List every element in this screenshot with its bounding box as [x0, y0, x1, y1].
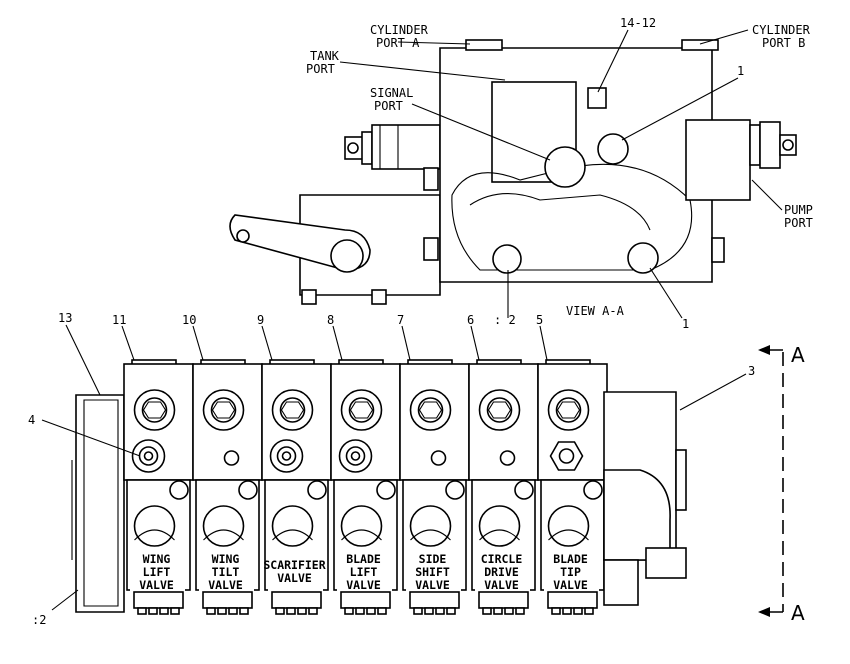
valve-label-line: VALVE: [346, 578, 381, 592]
part-1-top-label: 1: [737, 64, 744, 78]
lever-bracket: [299, 194, 441, 296]
callout-5: 5: [536, 313, 543, 327]
pump-port-block: [685, 119, 751, 201]
lever-pivot: [330, 239, 364, 273]
spool-bore: [547, 505, 590, 547]
left-end-cap: [75, 394, 125, 613]
actuator-cap: [202, 591, 253, 609]
actuator-cap: [478, 591, 529, 609]
port-plug-2: [492, 244, 522, 274]
valve-label-line: VALVE: [484, 578, 519, 592]
callout-10: 10: [182, 313, 196, 327]
callout-13: 13: [58, 311, 72, 325]
callout-3: 3: [748, 364, 755, 378]
valve-label-line: LIFT: [143, 565, 171, 579]
callout-11: 11: [112, 313, 126, 327]
plug: [499, 450, 516, 466]
valve-label-line: VALVE: [553, 578, 588, 592]
fitting-body-left: [371, 124, 441, 170]
part-2-label: : 2: [494, 313, 516, 327]
port-plug-1-top: [597, 133, 629, 165]
fitting-hex-left: [361, 131, 373, 165]
actuator-cap: [133, 591, 184, 609]
plug: [223, 450, 240, 466]
lever-pin-hole: [236, 229, 250, 243]
callout-2: :2: [32, 613, 46, 627]
actuator-cap: [271, 591, 322, 609]
signal-port-plug: [544, 146, 586, 188]
actuator-cap: [340, 591, 391, 609]
spool-bore: [133, 505, 176, 547]
plug: [430, 450, 447, 466]
valve-label-line: SHIFT: [415, 565, 450, 579]
callout-8: 8: [327, 313, 334, 327]
callout-7: 7: [397, 313, 404, 327]
valve-label-line: BLADE: [346, 552, 381, 566]
spool-bore: [340, 505, 383, 547]
port-plug-1-bottom: [627, 242, 659, 274]
part-14-12-label: 14-12: [620, 16, 656, 30]
callout-4: 4: [28, 413, 35, 427]
inlet-fitting: [645, 547, 687, 579]
view-a-a-caption: VIEW A-A: [566, 304, 625, 318]
valve-label-line: CIRCLE: [481, 552, 523, 566]
actuator-cap: [409, 591, 460, 609]
actuator-cap: [547, 591, 598, 609]
valve-label-line: BLADE: [553, 552, 588, 566]
part-1-bottom-label: 1: [682, 317, 689, 331]
valve-label-line: WING: [212, 552, 240, 566]
valve-label-line: VALVE: [208, 578, 243, 592]
callout-9: 9: [257, 313, 264, 327]
valve-label-line: VALVE: [139, 578, 174, 592]
fitting-14-12: [587, 87, 607, 109]
valve-label-line: TIP: [560, 565, 581, 579]
section-mark-a-top: A: [791, 343, 805, 367]
spool-bore: [202, 505, 245, 547]
section-mark-a-bottom: A: [791, 601, 805, 625]
valve-label-line: DRIVE: [484, 565, 519, 579]
valve-label-line: SCARIFIER: [263, 558, 325, 572]
spool-bore: [478, 505, 521, 547]
valve-label-line: VALVE: [415, 578, 450, 592]
valve-label-line: LIFT: [350, 565, 378, 579]
fitting-hex-right: [759, 121, 781, 169]
valve-label-line: VALVE: [277, 571, 312, 585]
valve-label-line: SIDE: [419, 552, 447, 566]
spool-bore: [409, 505, 452, 547]
valve-label-line: WING: [143, 552, 171, 566]
spool-bore: [271, 505, 314, 547]
valve-label-line: TILT: [212, 565, 240, 579]
callout-6: 6: [467, 313, 474, 327]
